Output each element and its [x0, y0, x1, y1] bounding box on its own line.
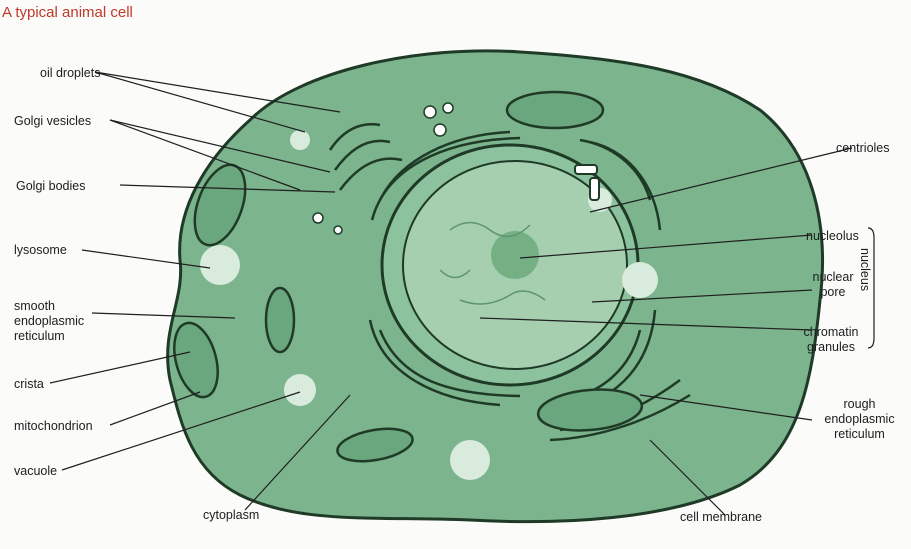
label-lysosome: lysosome	[14, 243, 67, 258]
nucleolus-shape	[491, 231, 539, 279]
label-centrioles: centrioles	[836, 141, 890, 156]
label-nucleolus: nucleolus	[806, 229, 859, 244]
label-golgi-bodies: Golgi bodies	[16, 179, 86, 194]
label-cytoplasm: cytoplasm	[203, 508, 259, 523]
figure-title: A typical animal cell	[2, 4, 133, 21]
label-crista: crista	[14, 377, 44, 392]
label-vacuole: vacuole	[14, 464, 57, 479]
label-golgi-vesicles: Golgi vesicles	[14, 114, 91, 129]
label-nuclear-pore: nuclear pore	[808, 270, 858, 300]
label-nucleus: nucleus	[858, 248, 872, 291]
label-oil-droplets: oil droplets	[40, 66, 100, 81]
label-rough-er: rough endoplasmic reticulum	[812, 397, 907, 442]
label-smooth-er: smooth endoplasmic reticulum	[14, 299, 84, 344]
label-cell-membrane: cell membrane	[680, 510, 762, 525]
label-chromatin-granules: chromatin granules	[796, 325, 866, 355]
label-mitochondrion: mitochondrion	[14, 419, 93, 434]
